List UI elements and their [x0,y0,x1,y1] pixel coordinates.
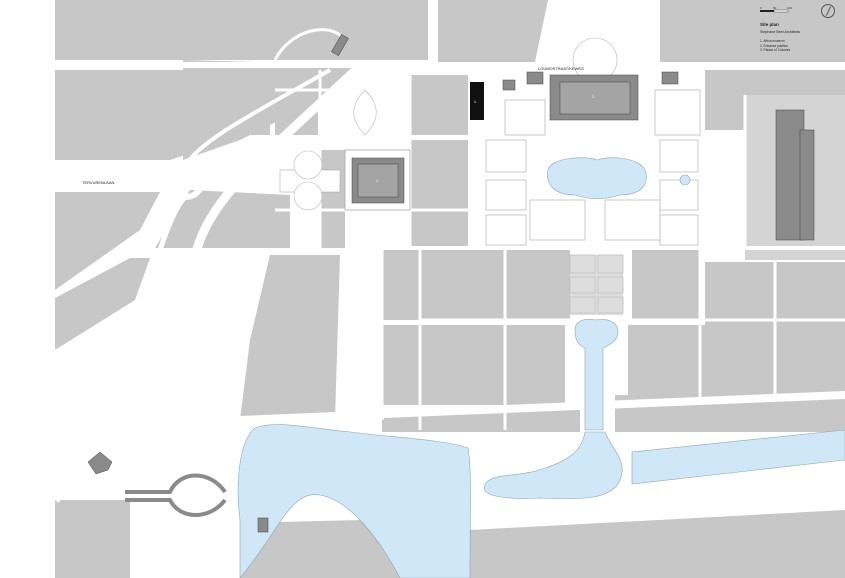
legend-item: 3. Palace of Colonies [760,48,791,53]
scale-label-50: 50 [773,6,777,10]
entrance-ramp [125,473,227,517]
central-basin [547,157,647,200]
legend-item: 1. Africa museum [760,39,785,43]
museum-number: 1. [474,100,477,104]
legend-subtitle: Stephane Beel Architects [760,30,801,34]
west-road-label: TERVURENLAAN [82,180,114,185]
legend-item: 2. Entrance pavilion [760,43,788,48]
legend: Site plan Stephane Beel Architects 1. Af… [760,8,840,53]
lower-pond [483,431,623,500]
park-areas [55,0,845,578]
small-building [257,517,269,533]
buildings [87,33,815,533]
north-arrow-icon [821,4,835,18]
scale-label-100: 100 [787,6,793,10]
top-street-label: LOUMOSTRAAT/KEWEG [538,66,584,71]
legend-title: Site plan [760,22,779,27]
pavilion-number: 2. [376,179,379,183]
legend-list: 1. Africa museum 2. Entrance pavilion 3.… [760,39,840,53]
canal [574,319,619,431]
chapel-building [87,451,113,475]
east-long-building [775,109,805,241]
museum-building [470,82,484,120]
water-bodies [237,157,845,578]
scale-bar [760,9,789,13]
east-canal [631,429,845,485]
small-pond [679,174,691,186]
scale-label-0: 0 [760,6,762,10]
palace-number: 1. [592,95,595,99]
